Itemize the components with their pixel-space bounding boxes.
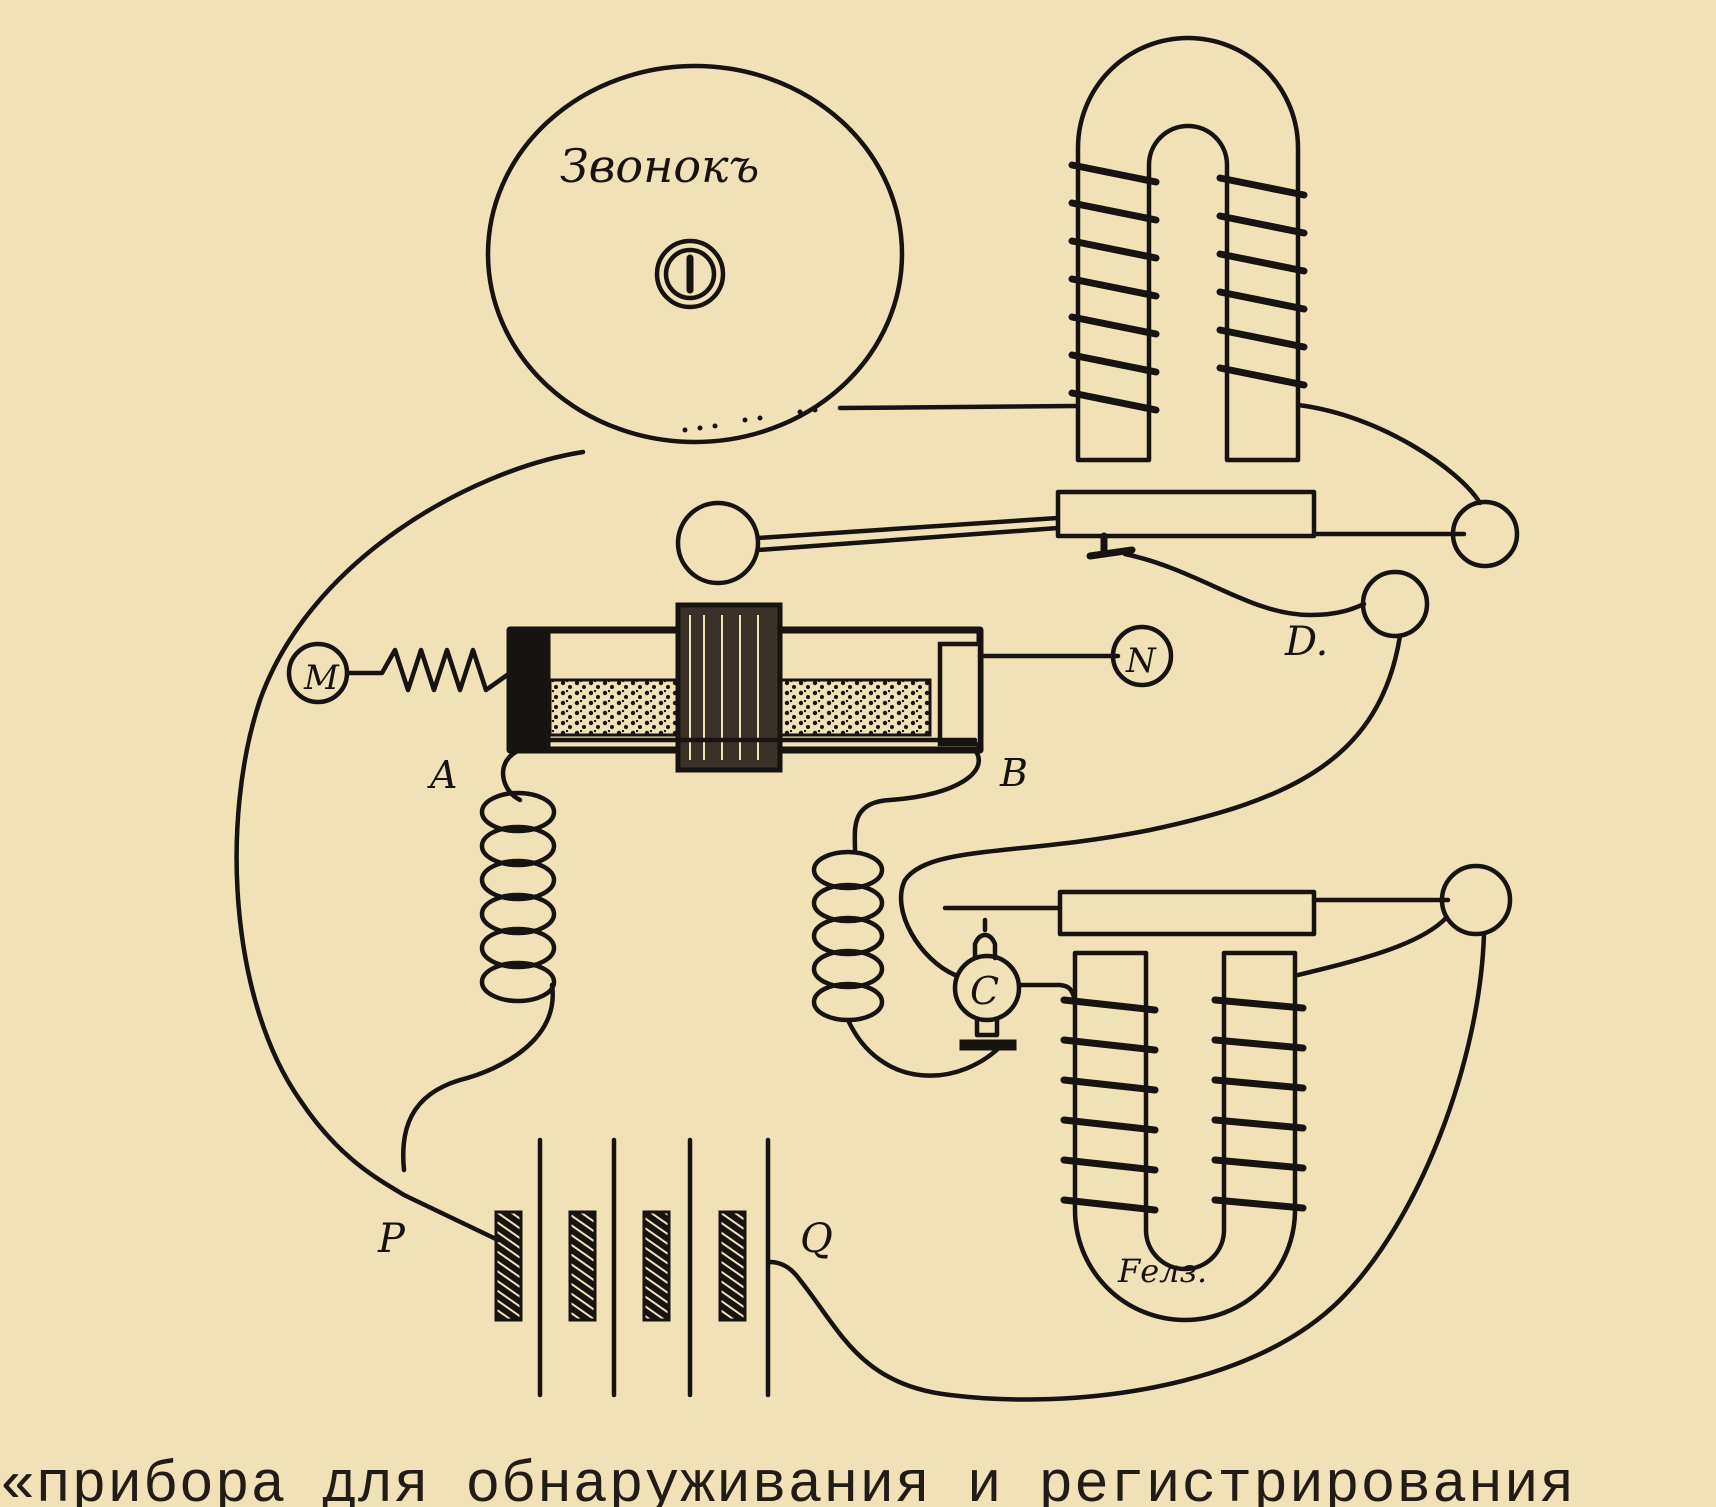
terminal-c-label: C <box>970 969 999 1013</box>
upper-armature <box>675 489 1520 586</box>
battery-cell-4 <box>718 1210 747 1322</box>
lower-right-terminal <box>1439 863 1513 937</box>
hammer-ball <box>675 500 761 586</box>
coherer-clamp <box>675 602 783 773</box>
lower-magnet-coil-left <box>1060 996 1159 1214</box>
terminal-n-circle <box>1110 624 1174 688</box>
lower-electromagnet: Fелз. <box>1060 950 1307 1323</box>
lower-magnet-core <box>1072 950 1298 1323</box>
lower-magnet-coil-right <box>1211 996 1307 1212</box>
contact-c-top <box>972 917 998 961</box>
wire-d-to-relay <box>898 633 1403 978</box>
coil-b-turns <box>811 849 885 1023</box>
battery-cell-2 <box>568 1210 597 1322</box>
wire-contact-to-d <box>1122 551 1367 618</box>
coherer-left-plug <box>509 631 551 749</box>
contact-c-circle <box>952 953 1022 1023</box>
relay-contact-c: C <box>952 917 1022 1051</box>
terminal-n-label: N <box>1125 641 1157 681</box>
iron-core-label: Fелз. <box>1117 1252 1207 1290</box>
coherer-right-plug <box>937 641 983 747</box>
caption-text: «прибора для обнаруживания и регистриров… <box>0 1454 1576 1507</box>
contact-c-base <box>974 1017 1000 1038</box>
wire-coil-a-to-p <box>401 982 555 1173</box>
coil-a-turns <box>479 790 557 1004</box>
terminal-n: N <box>977 624 1174 688</box>
contact-c-foot <box>959 1039 1017 1051</box>
bell-dome <box>485 63 905 445</box>
hammer-arm <box>755 515 1061 553</box>
battery-cell-3 <box>642 1210 671 1322</box>
terminal-a-label: A <box>427 753 457 797</box>
battery-cell-1 <box>494 1210 523 1322</box>
coil-a-lead <box>500 747 523 803</box>
terminal-p-label: P <box>377 1216 406 1262</box>
bell-dots <box>682 407 818 433</box>
coil-b-lead <box>852 747 981 853</box>
contact-screw <box>1086 532 1136 560</box>
wire-bell-to-magnet <box>837 403 1078 411</box>
wire-left-loop <box>234 449 586 1243</box>
bell-label: Звонокъ <box>560 139 759 193</box>
coherer-filings-right <box>778 678 932 737</box>
bell-screw-inner <box>663 247 717 301</box>
terminal-q-label: Q <box>800 1216 833 1262</box>
terminal-d: D. <box>1284 569 1430 665</box>
upper-magnet-coil-right <box>1216 174 1308 389</box>
terminal-d-circle <box>1360 569 1430 639</box>
wire-magnet-to-lower-terminal <box>1295 915 1449 978</box>
upper-right-terminal <box>1450 499 1520 569</box>
wire-c-to-magnet <box>1016 982 1078 1003</box>
terminal-b-label: B <box>999 751 1028 795</box>
terminal-m-zigzag <box>344 647 513 693</box>
terminal-d-label: D. <box>1284 619 1328 665</box>
wire-bottom-loop <box>767 931 1487 1402</box>
lower-armature <box>942 863 1513 937</box>
terminal-m-label: M <box>303 658 340 698</box>
upper-magnet-core <box>1075 35 1301 463</box>
bell-screw-outer <box>654 238 726 310</box>
coherer <box>506 602 984 773</box>
armature-bar <box>1055 489 1317 539</box>
lower-armature-bar <box>1057 889 1317 937</box>
terminal-m: M <box>286 641 513 705</box>
wire-magnet-to-terminal <box>1295 402 1483 506</box>
battery: P Q <box>377 1137 833 1398</box>
wiring <box>234 402 1487 1402</box>
wire-coil-b-to-c <box>845 1017 1008 1078</box>
coherer-filings-left <box>548 678 682 737</box>
coherer-clamp-texture <box>689 615 759 760</box>
bell: Звонокъ <box>485 63 905 445</box>
choke-coil-a: A <box>427 747 557 1004</box>
upper-electromagnet <box>1068 35 1308 463</box>
upper-magnet-coil-left <box>1068 161 1160 414</box>
